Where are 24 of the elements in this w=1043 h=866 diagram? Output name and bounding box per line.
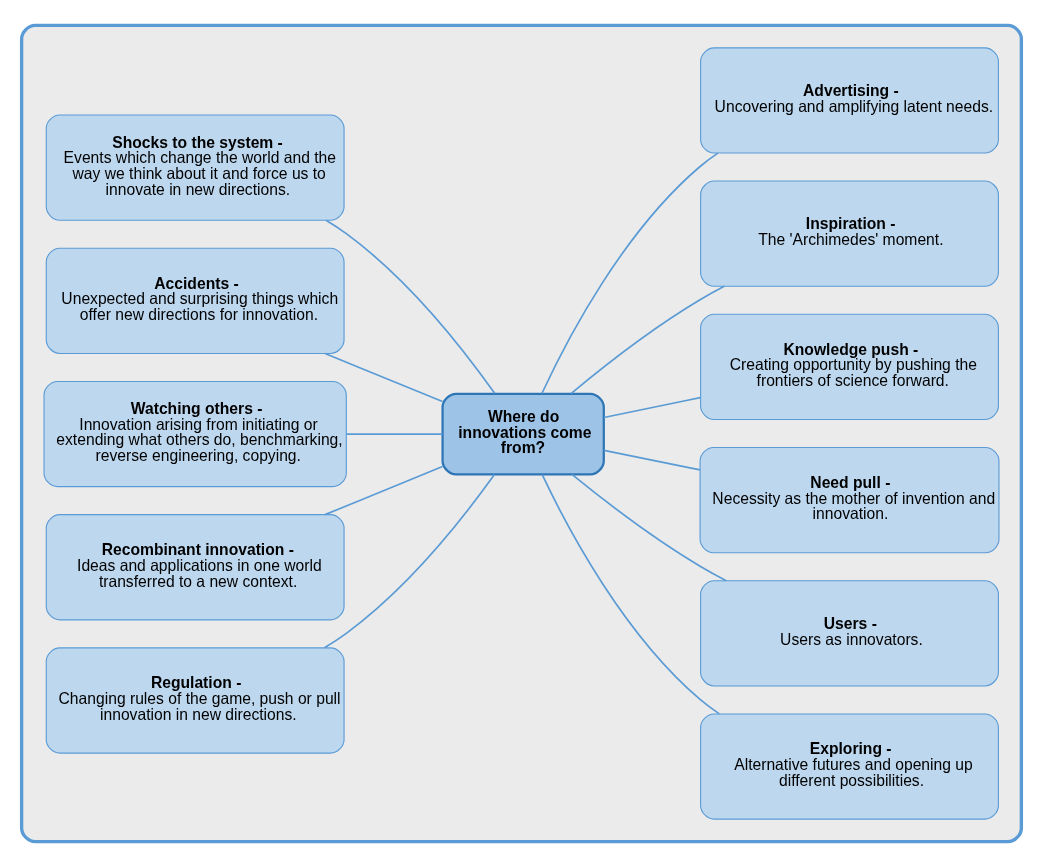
node-box: Advertising - Uncovering and amplifying latent needs. xyxy=(700,46,999,154)
connector xyxy=(323,473,496,649)
node-box: Knowledge push - Creating opportunity by pushing the frontiers of science forward. xyxy=(700,313,999,420)
node-box: Where do innovations come from? xyxy=(441,392,605,475)
connector xyxy=(570,284,726,394)
connector xyxy=(603,396,702,418)
node-box: Regulation - Changing rules of the game, push or pull innovation in new directions. xyxy=(45,646,345,754)
node-box: Shocks to the system - Events which change the world and the way we think about it and force us to innovate in new directions. xyxy=(45,113,345,221)
node-box: Inspiration - The 'Archimedes' moment. xyxy=(700,180,999,287)
node-box: Accidents - Unexpected and surprising things which offer new directions for innovation. xyxy=(45,247,345,354)
connector xyxy=(541,151,719,394)
cluster xyxy=(19,23,1024,843)
node-box: Users - Users as innovators. xyxy=(700,579,999,686)
connector xyxy=(325,218,496,394)
node-box: Exploring - Alternative futures and opening up different possibilities. xyxy=(700,712,999,820)
connector xyxy=(603,448,701,471)
connector xyxy=(541,473,721,715)
connector xyxy=(571,473,728,581)
node-box: Watching others - Innovation arising from initiating or extending what others do, benchmarking, reverse engineering, copying. xyxy=(43,380,347,487)
connector xyxy=(324,465,444,515)
connector xyxy=(345,432,444,435)
connector xyxy=(324,352,444,402)
node-box: Recombinant innovation - Ideas and applications in one world transferred to a new context. xyxy=(45,513,345,620)
node-box: Need pull - Necessity as the mother of invention and innovation. xyxy=(699,446,1000,553)
